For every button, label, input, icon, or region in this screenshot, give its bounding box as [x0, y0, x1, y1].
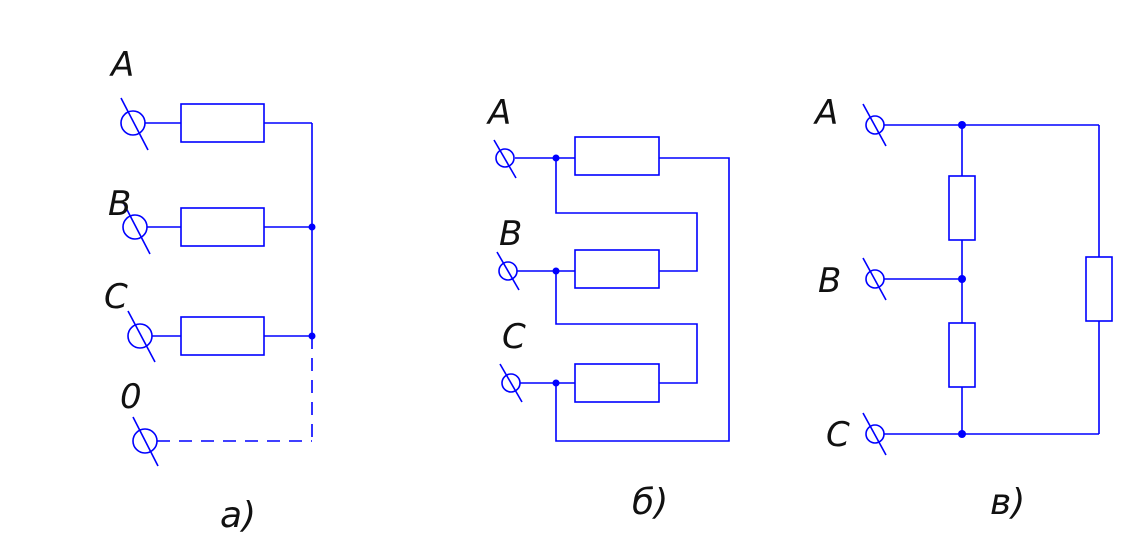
diagram-a-resistor-b	[180, 207, 265, 247]
diagram-c-label-phase-c: C	[826, 415, 850, 455]
diagram-a-terminal-a	[120, 110, 146, 136]
diagram-b-resistor-2	[574, 249, 660, 289]
diagram-a-caption: a)	[220, 495, 256, 536]
diagram-a-terminal-b-slash	[122, 201, 151, 255]
diagram-b-junction-c	[552, 379, 560, 387]
diagram-b-junction-b	[552, 267, 560, 275]
diagram-a-terminal-c-slash	[127, 310, 156, 363]
diagram-b-loop-a-to-r2	[555, 158, 698, 272]
diagram-b-loop-r1-to-c	[555, 157, 730, 442]
diagram-b-loop-b-to-r3	[555, 271, 698, 384]
diagram-c-resistor-bc	[948, 322, 976, 388]
diagram-a-label-phase-a: A	[109, 45, 134, 85]
diagram-a-terminal-b	[122, 214, 148, 240]
diagram-b-label-phase-b: B	[499, 214, 522, 254]
diagram-a-resistor-c	[180, 316, 265, 356]
diagram-c-delta-triangle: A B C в)	[813, 93, 1113, 523]
diagram-a-label-phase-c: C	[104, 277, 128, 317]
diagram-c-junction-c	[958, 430, 966, 438]
diagram-c-label-phase-b: B	[818, 261, 841, 301]
diagram-c-terminal-a-slash	[862, 103, 887, 147]
diagram-c-terminal-c-slash	[862, 412, 887, 456]
diagram-b-label-phase-c: C	[502, 317, 526, 357]
diagram-c-junction-b	[958, 275, 966, 283]
diagram-c-caption: в)	[990, 482, 1025, 523]
diagram-a-terminal-neutral-slash	[132, 416, 159, 467]
diagram-b-resistor-1	[574, 136, 660, 176]
diagram-b-label-phase-a: A	[486, 93, 511, 133]
diagram-c-resistor-ca	[1085, 256, 1113, 322]
diagram-a-terminal-c	[127, 323, 153, 349]
diagram-c-junction-a	[958, 121, 966, 129]
diagram-b-junction-a	[552, 154, 560, 162]
diagram-b-delta-connection: A B C б)	[486, 93, 730, 523]
diagram-b-resistor-3	[574, 363, 660, 403]
diagram-b-caption: б)	[632, 482, 668, 523]
diagram-a-junction-b	[308, 223, 316, 231]
diagram-a-star-connection: A B C 0 a)	[104, 45, 316, 536]
diagram-b-terminal-b-slash	[496, 251, 520, 291]
diagram-c-resistor-ab	[948, 175, 976, 241]
diagram-c-label-phase-a: A	[813, 93, 838, 133]
diagram-b-terminal-a-slash	[493, 139, 517, 179]
diagram-b-terminal-c-slash	[499, 363, 523, 403]
diagram-a-resistor-a	[180, 103, 265, 143]
diagram-a-terminal-a-slash	[120, 97, 149, 151]
diagram-a-label-phase-b: B	[108, 184, 131, 224]
diagram-a-label-neutral: 0	[120, 377, 142, 417]
diagram-c-terminal-b-slash	[862, 257, 887, 301]
